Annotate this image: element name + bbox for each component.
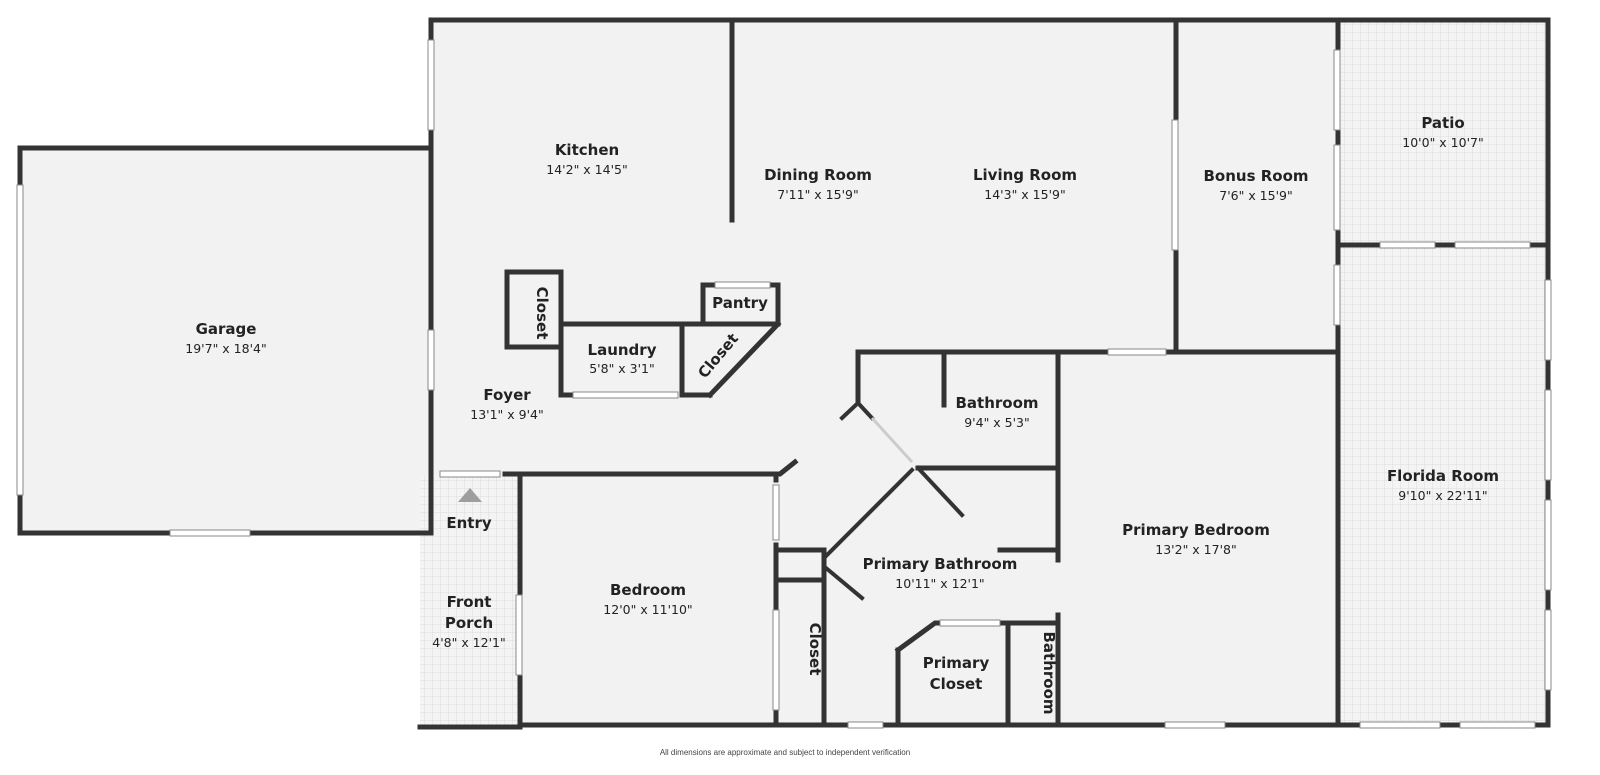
patio-dim: 10'0" x 10'7" bbox=[1402, 135, 1483, 150]
laundry-dim: 5'8" x 3'1" bbox=[589, 361, 655, 376]
kitchen-name: Kitchen bbox=[555, 141, 619, 159]
living-room-name: Living Room bbox=[973, 166, 1077, 184]
garage-name: Garage bbox=[196, 320, 257, 338]
dining-room-dim: 7'11" x 15'9" bbox=[777, 187, 858, 202]
entry-name: Entry bbox=[446, 514, 491, 532]
entry-arrow-icon bbox=[458, 488, 482, 502]
florida-room-floor bbox=[1340, 245, 1550, 725]
patio-name: Patio bbox=[1421, 114, 1464, 132]
garage-dim: 19'7" x 18'4" bbox=[185, 341, 266, 356]
front-porch-name-2: Porch bbox=[445, 614, 493, 632]
garage-floor bbox=[20, 148, 431, 533]
windows bbox=[16, 39, 1552, 729]
bedroom-name: Bedroom bbox=[610, 581, 686, 599]
bedroom-door-2 bbox=[772, 484, 780, 541]
laundry-walls bbox=[558, 321, 713, 398]
florida-window-6 bbox=[1459, 721, 1536, 729]
room-labels: Garage 19'7" x 18'4" Kitchen 14'2" x 14'… bbox=[185, 114, 1499, 715]
primary-bedroom-name: Primary Bedroom bbox=[1122, 521, 1270, 539]
closet-3-name: Closet bbox=[806, 623, 824, 676]
primary-closet-name-2: Closet bbox=[930, 675, 983, 693]
pantry-door bbox=[714, 281, 771, 289]
bathroom-name: Bathroom bbox=[955, 394, 1038, 412]
primary-bathroom-name: Primary Bathroom bbox=[863, 555, 1018, 573]
bonus-room-name: Bonus Room bbox=[1203, 167, 1308, 185]
closet-3-walls bbox=[773, 547, 827, 728]
bonus-window-2 bbox=[1333, 144, 1341, 231]
bonus-room-opening bbox=[1171, 119, 1179, 251]
primary-closet-name-1: Primary bbox=[923, 654, 990, 672]
front-porch-floor bbox=[420, 475, 520, 727]
laundry-door bbox=[572, 391, 679, 399]
florida-room-dim: 9'10" x 22'11" bbox=[1398, 488, 1487, 503]
florida-room-name: Florida Room bbox=[1387, 467, 1499, 485]
bedroom-door bbox=[1107, 348, 1167, 356]
bathroom-dim: 9'4" x 5'3" bbox=[964, 415, 1030, 430]
bathroom-2-name: Bathroom bbox=[1040, 631, 1058, 714]
bedroom-top-wall-2 bbox=[502, 458, 799, 477]
bonus-room-dim: 7'6" x 15'9" bbox=[1219, 188, 1292, 203]
door-swing-1 bbox=[839, 400, 875, 421]
living-room-dim: 14'3" x 15'9" bbox=[984, 187, 1065, 202]
porch-window bbox=[515, 594, 523, 676]
primary-bath-window bbox=[847, 721, 884, 729]
door-swing-4 bbox=[823, 565, 865, 601]
florida-window-1 bbox=[1544, 279, 1552, 361]
entry-door bbox=[439, 470, 501, 478]
main-floor bbox=[433, 20, 1338, 475]
primary-bedroom-window bbox=[1164, 721, 1226, 729]
garage-window bbox=[169, 529, 251, 537]
primary-bedroom-dim: 13'2" x 17'8" bbox=[1155, 542, 1236, 557]
florida-window-5 bbox=[1359, 721, 1441, 729]
south-floor bbox=[520, 475, 1338, 725]
closet-1-name: Closet bbox=[533, 287, 551, 340]
dimensions-disclaimer: All dimensions are approximate and subje… bbox=[660, 748, 910, 757]
kitchen-dim: 14'2" x 14'5" bbox=[546, 162, 627, 177]
garage-door bbox=[16, 184, 24, 496]
dining-room-name: Dining Room bbox=[764, 166, 872, 184]
florida-window-4 bbox=[1544, 609, 1552, 691]
foyer-window bbox=[427, 329, 435, 391]
patio-floor bbox=[1340, 20, 1550, 245]
closet-diagonal-wall bbox=[706, 320, 782, 399]
bedroom-dim: 12'0" x 11'10" bbox=[603, 602, 692, 617]
patio-door bbox=[1379, 241, 1436, 249]
bonus-window-1 bbox=[1333, 49, 1341, 131]
laundry-name: Laundry bbox=[588, 341, 657, 359]
pantry-name: Pantry bbox=[712, 294, 768, 312]
foyer-dim: 13'1" x 9'4" bbox=[470, 407, 543, 422]
door-frame bbox=[870, 416, 914, 464]
florida-window-3 bbox=[1544, 499, 1552, 591]
foyer-name: Foyer bbox=[483, 386, 531, 404]
front-porch-name-1: Front bbox=[447, 593, 492, 611]
floor-areas bbox=[20, 20, 1550, 727]
patio-window bbox=[1454, 241, 1531, 249]
front-porch-dim: 4'8" x 12'1" bbox=[432, 635, 505, 650]
door-swing-2 bbox=[915, 465, 965, 518]
kitchen-window bbox=[427, 39, 435, 131]
florida-window-2 bbox=[1544, 389, 1552, 481]
door-swing-3 bbox=[823, 467, 915, 559]
bonus-window-3 bbox=[1333, 264, 1341, 326]
primary-closet-door bbox=[939, 619, 1001, 627]
primary-bathroom-dim: 10'11" x 12'1" bbox=[895, 576, 984, 591]
closet-door bbox=[772, 609, 780, 711]
